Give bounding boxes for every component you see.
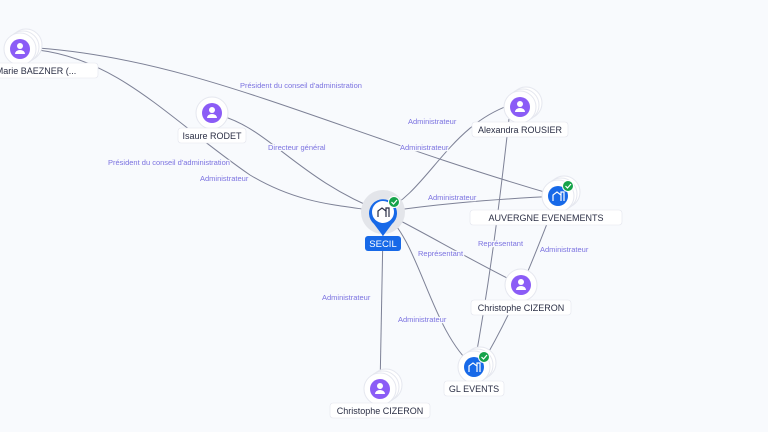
node-label: Marie BAEZNER (...: [0, 66, 76, 76]
node-label: Alexandra ROUSIER: [478, 125, 563, 135]
person-icon: [15, 43, 25, 54]
node-label: Christophe CIZERON: [478, 303, 565, 313]
node-secil[interactable]: SECIL: [361, 190, 405, 251]
verified-badge-icon: [478, 351, 490, 363]
building-icon: [552, 191, 565, 201]
person-icon: [375, 383, 385, 394]
building-icon: [468, 362, 481, 372]
node-label: GL EVENTS: [449, 384, 499, 394]
edge-label: Administrateur: [408, 117, 457, 126]
node-isaure[interactable]: Isaure RODET: [177, 96, 247, 144]
edge-label: Administrateur: [398, 315, 447, 324]
edge[interactable]: [221, 115, 384, 213]
edge[interactable]: [473, 109, 511, 368]
edge-label: Président du conseil d'administration: [108, 158, 230, 167]
person-icon: [516, 279, 526, 290]
node-cizeron-2[interactable]: Christophe CIZERON: [329, 368, 431, 419]
edge-label: Administrateur: [400, 143, 449, 152]
edge-label: Administrateur: [322, 293, 371, 302]
edge[interactable]: [382, 211, 475, 368]
edge-label: Directeur général: [268, 143, 326, 152]
person-icon: [515, 101, 525, 112]
edge-label: Représentant: [478, 239, 524, 248]
node-glevents[interactable]: GL EVENTS: [443, 346, 505, 397]
node-marie[interactable]: Marie BAEZNER (...: [0, 28, 99, 79]
node-label: AUVERGNE EVENEMENTS: [488, 213, 603, 223]
node-label: SECIL: [369, 239, 396, 250]
node-label: Isaure RODET: [182, 131, 242, 141]
node-cizeron-1[interactable]: Christophe CIZERON: [470, 268, 572, 316]
verified-badge-icon: [388, 196, 400, 208]
verified-badge-icon: [562, 180, 574, 192]
node-label: Christophe CIZERON: [337, 406, 424, 416]
edge[interactable]: [37, 47, 559, 197]
building-icon: [377, 207, 390, 217]
edge-label: Administrateur: [540, 245, 589, 254]
edge-label: Président du conseil d'administration: [240, 81, 362, 90]
edge-labels: Président du conseil d'administration Ad…: [107, 80, 590, 326]
edge-label: Administrateur: [428, 193, 477, 202]
edge-label: Représentant: [418, 249, 464, 258]
edge[interactable]: [379, 229, 384, 390]
edge-label: Administrateur: [200, 174, 249, 183]
node-auvergne[interactable]: AUVERGNE EVENEMENTS: [469, 175, 623, 226]
node-alexandra[interactable]: Alexandra ROUSIER: [471, 86, 569, 138]
person-icon: [207, 107, 217, 118]
